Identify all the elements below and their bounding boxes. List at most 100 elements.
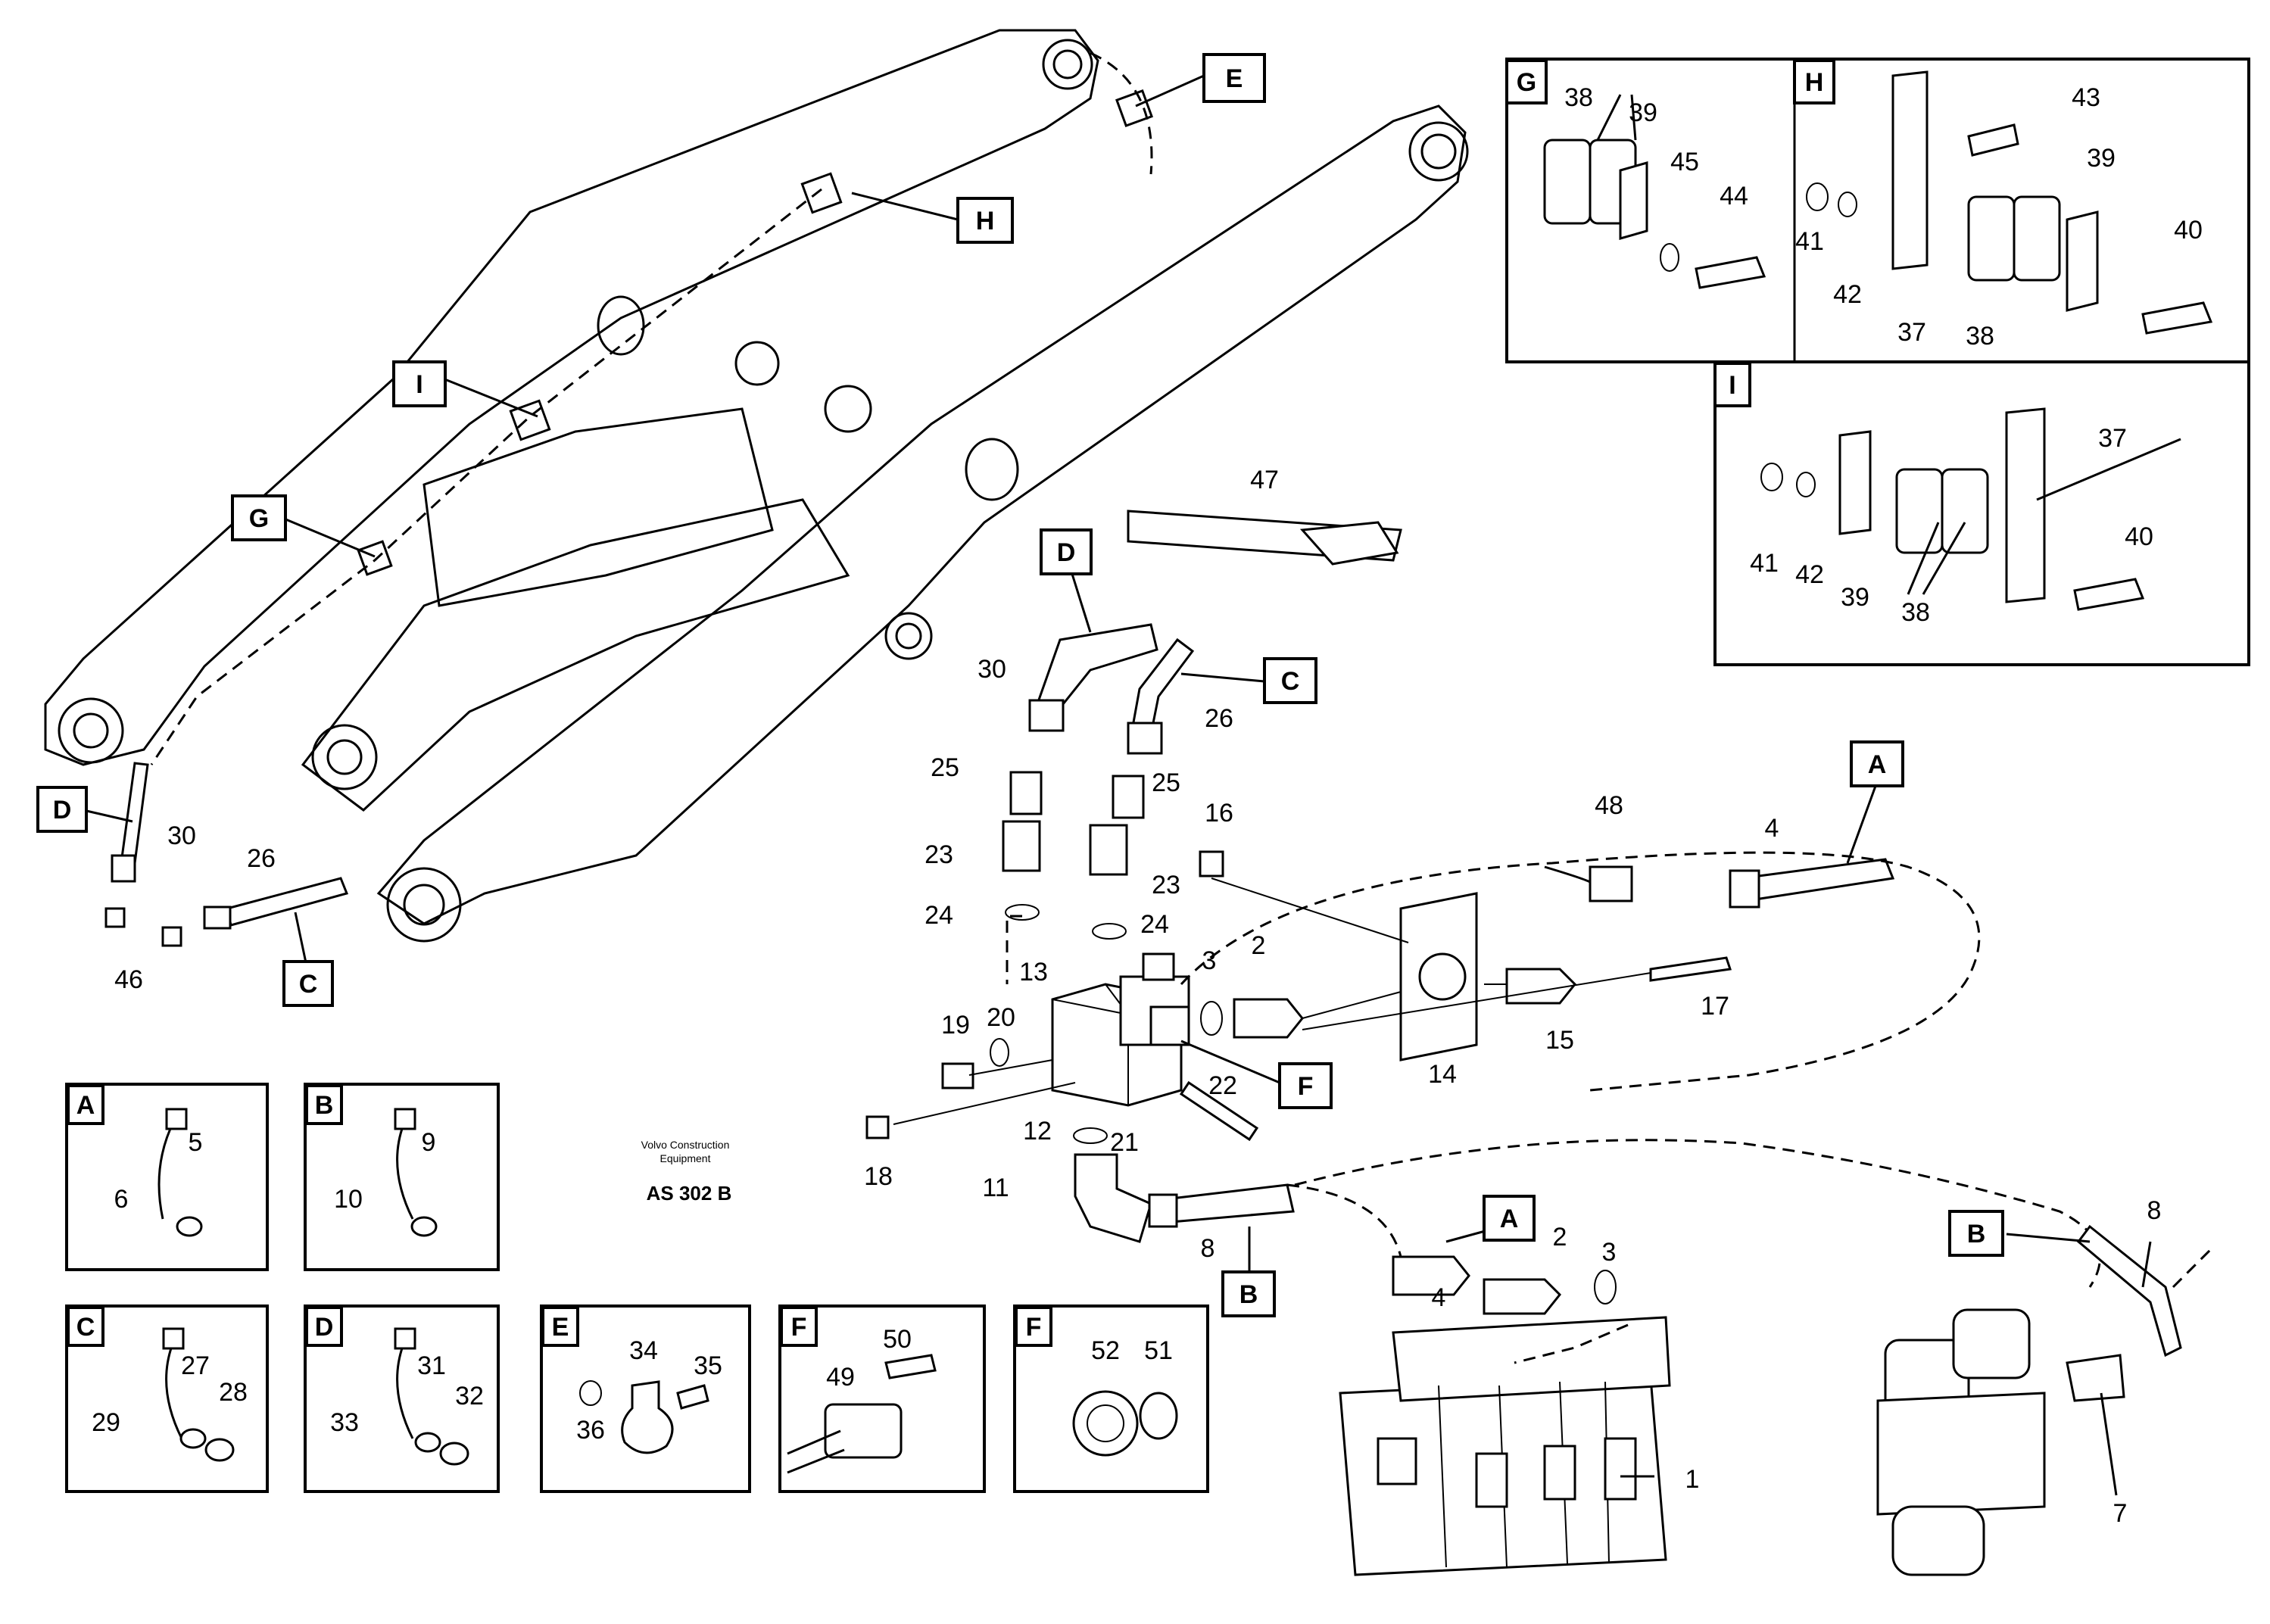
part-22: 22 [1208, 1071, 1237, 1100]
part-47: 47 [1250, 466, 1279, 494]
detail-label-h: H [1805, 68, 1824, 97]
part-30-center: 30 [978, 655, 1006, 684]
solenoid-valve-right [1876, 1224, 2212, 1576]
part-42-i: 42 [1795, 560, 1824, 589]
detail-box-c [65, 1304, 269, 1493]
part-18: 18 [864, 1162, 893, 1191]
part-7: 7 [2113, 1499, 2128, 1528]
part-42-h: 42 [1833, 280, 1862, 309]
detail-box-b [304, 1083, 500, 1271]
part-25-left: 25 [931, 753, 959, 782]
part-6: 6 [114, 1185, 129, 1214]
detail-label-b: B [315, 1091, 334, 1120]
part-38-i: 38 [1901, 598, 1930, 627]
part-39-i: 39 [1841, 583, 1869, 612]
part-40-i: 40 [2125, 522, 2153, 551]
part-50: 50 [883, 1325, 912, 1354]
callout-h: H [976, 207, 995, 235]
part-3-upper: 3 [1202, 946, 1217, 975]
part-9: 9 [422, 1128, 436, 1157]
callout-c-center: C [1281, 667, 1300, 696]
part-4-upper: 4 [1765, 814, 1779, 843]
callout-g: G [249, 504, 269, 533]
part-37-h: 37 [1897, 318, 1926, 347]
part-3-lower: 3 [1602, 1238, 1617, 1267]
callout-b-right: B [1967, 1220, 1986, 1248]
part-8-center: 8 [1201, 1234, 1215, 1263]
part-26-left: 26 [247, 844, 276, 873]
detail-box-e [540, 1304, 751, 1493]
part-33: 33 [330, 1408, 359, 1437]
lift-arm-assembly [44, 29, 1469, 943]
part-38-h: 38 [1966, 322, 1994, 351]
detail-label-e: E [552, 1313, 569, 1342]
callout-b-center: B [1239, 1280, 1258, 1309]
part-13: 13 [1019, 958, 1048, 987]
part-14: 14 [1428, 1060, 1457, 1089]
detail-box-a [65, 1083, 269, 1271]
stamp-code: AS 302 B [647, 1182, 732, 1205]
callout-d-center: D [1057, 538, 1076, 567]
part-41-i: 41 [1750, 549, 1779, 578]
part-11: 11 [982, 1174, 1009, 1202]
detail-box-i [1713, 360, 2250, 666]
detail-box-f2 [1013, 1304, 1209, 1493]
part-28: 28 [219, 1378, 248, 1407]
part-47-strip [1127, 510, 1402, 566]
letter-callouts: E H I G D C D C A F B A B G H I A B [36, 53, 2004, 1347]
callout-a-right: A [1868, 750, 1887, 779]
detail-label-c: C [76, 1313, 95, 1342]
part-30-left: 30 [167, 821, 196, 850]
main-control-valve [1286, 1183, 1671, 1576]
part-10: 10 [334, 1185, 363, 1214]
part-31: 31 [417, 1351, 446, 1380]
part-52: 52 [1091, 1336, 1120, 1365]
part-12: 12 [1023, 1117, 1052, 1146]
part-32: 32 [455, 1382, 484, 1410]
part-26-center: 26 [1205, 704, 1233, 733]
valve-block-assembly [865, 623, 2101, 1288]
part-40-h: 40 [2174, 216, 2203, 245]
part-27: 27 [181, 1351, 210, 1380]
part-43: 43 [2072, 83, 2100, 112]
part-44: 44 [1720, 182, 1748, 210]
detail-box-gh [1505, 58, 2250, 363]
detail-box-d [304, 1304, 500, 1493]
part-39-g: 39 [1629, 98, 1657, 127]
part-51: 51 [1144, 1336, 1173, 1365]
part-15: 15 [1545, 1026, 1574, 1055]
part-numbers: 30 26 46 47 30 26 25 25 23 23 24 24 16 4… [92, 83, 2203, 1528]
part-41-h: 41 [1795, 227, 1824, 256]
detail-label-i: I [1729, 371, 1735, 400]
part-35: 35 [694, 1351, 722, 1380]
part-45: 45 [1670, 148, 1699, 176]
part-25-right: 25 [1152, 768, 1180, 797]
part-38-g: 38 [1564, 83, 1593, 112]
part-46: 46 [114, 965, 143, 994]
part-37-i: 37 [2098, 424, 2127, 453]
detail-label-f1: F [791, 1313, 807, 1342]
stamp-line-1: Volvo Construction [641, 1139, 730, 1151]
part-1: 1 [1685, 1465, 1700, 1494]
part-17: 17 [1701, 992, 1729, 1021]
part-5: 5 [189, 1128, 203, 1157]
part-2-upper: 2 [1252, 931, 1266, 960]
part-23-right: 23 [1152, 871, 1180, 899]
part-20: 20 [987, 1003, 1015, 1032]
part-24-right: 24 [1140, 910, 1169, 939]
part-34: 34 [629, 1336, 658, 1365]
part-4-lower: 4 [1432, 1283, 1446, 1312]
part-21: 21 [1110, 1128, 1139, 1157]
part-48: 48 [1595, 791, 1623, 820]
manufacturer-stamp: Volvo Construction Equipment AS 302 B [641, 1139, 732, 1205]
detail-box-f1 [778, 1304, 986, 1493]
part-8-right: 8 [2147, 1196, 2162, 1225]
part-29: 29 [92, 1408, 120, 1437]
detail-label-d: D [315, 1313, 334, 1342]
callout-e: E [1226, 64, 1243, 93]
part-16: 16 [1205, 799, 1233, 828]
detail-label-f2: F [1026, 1313, 1042, 1342]
callout-i: I [416, 370, 423, 399]
part-23-left: 23 [925, 840, 953, 869]
